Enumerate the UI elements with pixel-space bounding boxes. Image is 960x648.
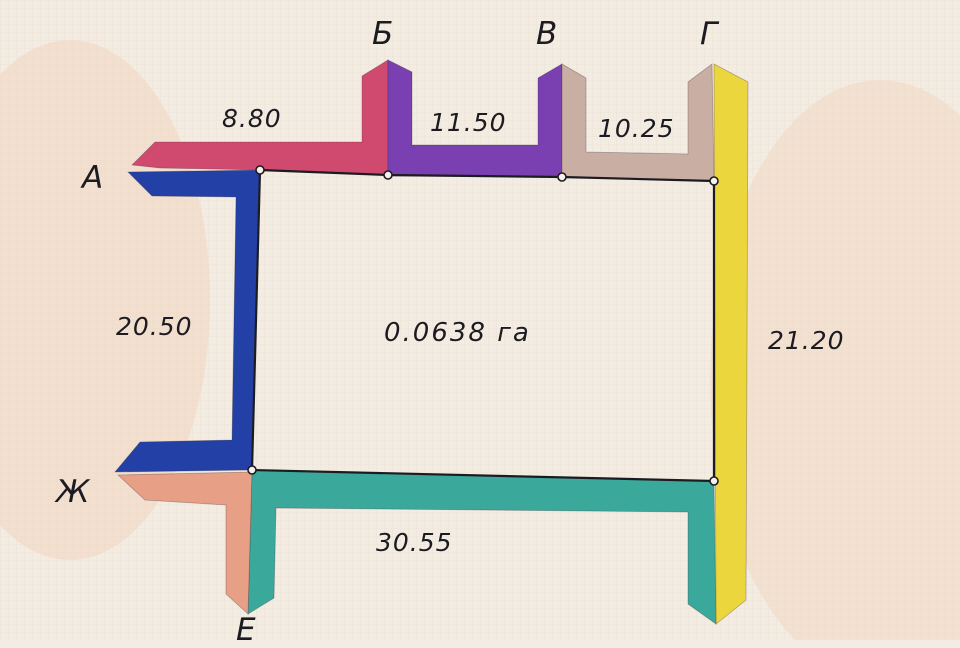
dimension-label-de: 30.55 (376, 528, 453, 557)
point-label-a: А (82, 160, 104, 196)
dimension-label-vg: 10.25 (598, 114, 675, 143)
vertex-a (255, 165, 265, 175)
neighbor-strip-teal (247, 469, 717, 625)
paper-tint-right (710, 80, 960, 640)
point-label-v: В (536, 16, 558, 52)
dimension-label-gd: 21.20 (768, 326, 845, 355)
neighbor-strip-yellow (713, 63, 749, 625)
point-label-b: Б (372, 16, 394, 52)
plot-area-label: 0.0638 га (384, 318, 531, 348)
vertex-v (557, 172, 567, 182)
boundary-vertices (247, 165, 719, 486)
vertex-b (383, 170, 393, 180)
point-label-zh: Ж (56, 474, 90, 510)
dimension-label-ab: 8.80 (222, 104, 282, 133)
paper-tint-left (0, 40, 210, 560)
vertex-zh (247, 465, 257, 475)
point-label-e: Е (236, 612, 256, 648)
dimension-label-zha: 20.50 (116, 312, 193, 341)
dimension-label-bv: 11.50 (430, 108, 507, 137)
vertex-d (709, 476, 719, 486)
vertex-g (709, 176, 719, 186)
point-label-g: Г (700, 16, 718, 52)
